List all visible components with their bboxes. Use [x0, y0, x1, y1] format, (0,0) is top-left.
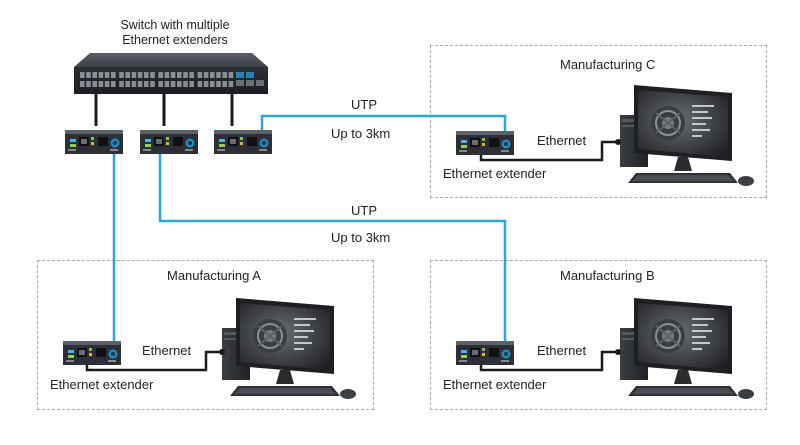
zone-manufacturing-c	[430, 45, 767, 198]
switch-port	[164, 81, 170, 87]
switch-port	[92, 72, 97, 78]
switch-port	[144, 72, 149, 78]
zone-c-ethernet-label: Ethernet	[537, 133, 587, 148]
zone-manufacturing-a	[37, 260, 374, 410]
switch-port	[183, 81, 188, 87]
switch-port	[86, 81, 91, 87]
ethernet-cable-c	[479, 140, 618, 162]
switch-port	[210, 72, 215, 78]
switch-port	[222, 81, 227, 87]
switch-port	[203, 72, 209, 78]
switch-port	[216, 81, 221, 87]
switch-port	[131, 81, 137, 87]
switch-port	[80, 81, 85, 87]
zone-b-extender-label: Ethernet extender	[443, 377, 547, 392]
switch-port	[119, 72, 124, 78]
switch-port	[189, 81, 194, 87]
switch-port	[98, 81, 104, 87]
switch-title-line1: Switch with multiple	[120, 18, 230, 32]
switch-port	[119, 81, 124, 87]
workstation-c	[619, 84, 755, 187]
zone-manufacturing-b	[430, 260, 767, 410]
switch-port	[92, 81, 97, 87]
switch-port	[222, 72, 227, 78]
switch-port	[158, 81, 163, 87]
ethernet-cable-a	[85, 350, 222, 372]
link-distance-label: Up to 3km	[331, 126, 391, 141]
switch-title-line2: Ethernet extenders	[122, 33, 228, 47]
link-medium-label: UTP	[351, 203, 377, 218]
ethernet-extender-hub-c	[214, 130, 272, 154]
ethernet-extender-c	[456, 131, 514, 155]
switch-port	[158, 72, 163, 78]
switch-port	[189, 72, 194, 78]
switch-title: Switch with multiple Ethernet extenders	[95, 18, 255, 48]
switch-port	[216, 72, 221, 78]
switch-port	[228, 81, 234, 87]
zone-b-ethernet-label: Ethernet	[537, 343, 587, 358]
link-distance-label: Up to 3km	[331, 230, 391, 245]
workstation-a	[221, 297, 357, 400]
zone-c-extender-label: Ethernet extender	[443, 166, 547, 181]
ethernet-extender-hub-b	[140, 130, 198, 154]
switch-port	[177, 81, 182, 87]
ethernet-extender-hub-a	[65, 130, 123, 154]
switch-port	[98, 72, 104, 78]
utp-link-b	[158, 142, 507, 343]
zone-a-ethernet-label: Ethernet	[142, 343, 192, 358]
zone-c-title: Manufacturing C	[560, 57, 656, 72]
switch-device	[74, 53, 268, 94]
ethernet-cable-b	[479, 350, 618, 372]
switch-port	[111, 72, 116, 78]
switch-port	[170, 72, 176, 78]
switch-port	[86, 72, 91, 78]
switch-port	[111, 81, 116, 87]
switch-port	[80, 72, 85, 78]
switch-port	[104, 72, 110, 78]
switch-port	[150, 72, 155, 78]
switch-port	[170, 81, 176, 87]
switch-port	[197, 81, 203, 87]
switch-port	[131, 72, 137, 78]
switch-port	[104, 81, 110, 87]
switch-port	[137, 81, 143, 87]
switch-port	[228, 72, 234, 78]
switch-port	[210, 81, 215, 87]
switch-port	[203, 81, 209, 87]
zone-b-title: Manufacturing B	[560, 268, 655, 283]
utp-link-c	[260, 114, 507, 142]
switch-port	[150, 81, 155, 87]
link-medium-label: UTP	[351, 97, 377, 112]
zone-a-title: Manufacturing A	[167, 268, 261, 283]
ethernet-extender-b	[456, 341, 514, 365]
ethernet-extender-a	[63, 341, 121, 365]
switch-ports	[80, 72, 234, 87]
switch-port	[144, 81, 149, 87]
switch-port	[183, 72, 188, 78]
switch-port	[197, 72, 203, 78]
zone-a-extender-label: Ethernet extender	[50, 377, 154, 392]
switch-port	[164, 72, 170, 78]
switch-port	[125, 72, 130, 78]
switch-port	[137, 72, 143, 78]
workstation-b	[619, 297, 755, 400]
switch-port	[177, 72, 182, 78]
switch-port	[125, 81, 130, 87]
